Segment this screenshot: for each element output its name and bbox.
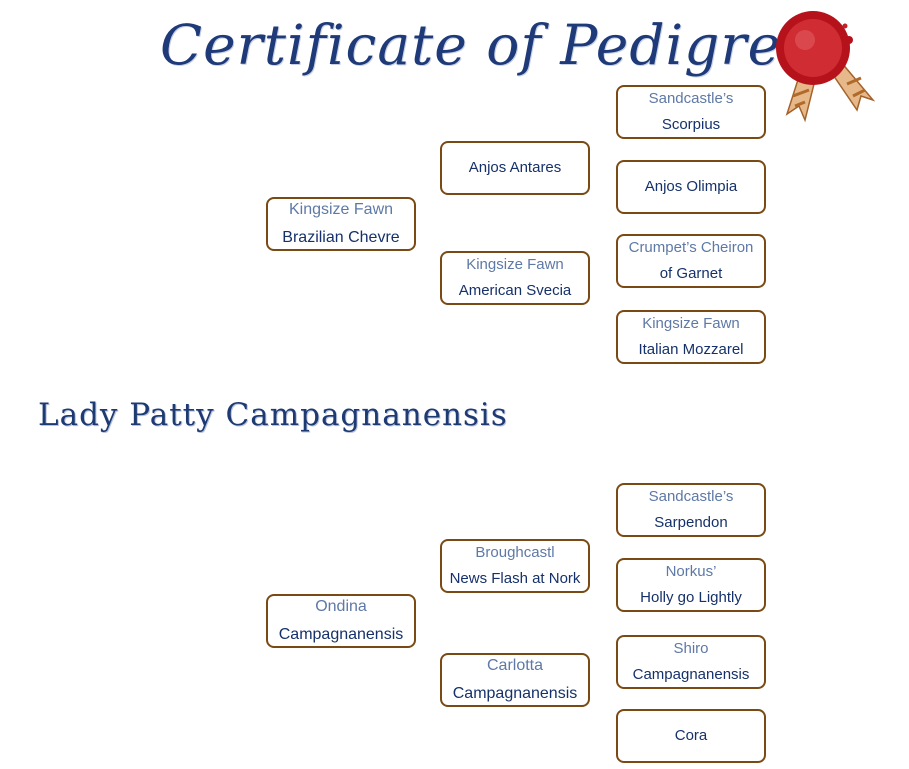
- sire-dam-name: American Svecia: [458, 282, 572, 299]
- dam-sire-sire-name: Sarpendon: [654, 514, 728, 531]
- dam-box: Ondina Campagnanensis: [266, 594, 416, 648]
- sire-dam-prefix: Kingsize Fawn: [466, 256, 564, 273]
- sire-sire-sire-name: Scorpius: [661, 116, 721, 133]
- sire-dam-dam-name: Italian Mozzarel: [638, 341, 744, 358]
- dam-sire-sire-prefix: Sandcastle’s: [648, 488, 734, 505]
- dam-sire-sire-box: Sandcastle’s Sarpendon: [616, 483, 766, 537]
- sire-dam-sire-prefix: Crumpet’s Cheiron: [628, 239, 754, 256]
- sire-dam-dam-prefix: Kingsize Fawn: [642, 315, 740, 332]
- dam-prefix: Ondina: [315, 598, 367, 615]
- sire-sire-name: Anjos Antares: [468, 159, 562, 176]
- dam-dam-dam-box: Cora: [616, 709, 766, 763]
- sire-sire-dam-box: Anjos Olimpia: [616, 160, 766, 214]
- dam-dam-dam-name: Cora: [674, 727, 708, 744]
- sire-dam-sire-name: of Garnet: [659, 265, 723, 282]
- sire-dam-box: Kingsize Fawn American Svecia: [440, 251, 590, 305]
- dam-sire-dam-box: Norkus’ Holly go Lightly: [616, 558, 766, 612]
- sire-box: Kingsize Fawn Brazilian Chevre: [266, 197, 416, 251]
- sire-sire-sire-prefix: Sandcastle’s: [648, 90, 734, 107]
- certificate-title: Certificate of Pedigree: [160, 13, 815, 77]
- sire-dam-dam-box: Kingsize Fawn Italian Mozzarel: [616, 310, 766, 364]
- sire-sire-sire-box: Sandcastle’s Scorpius: [616, 85, 766, 139]
- subject-name: Lady Patty Campagnanensis: [38, 397, 508, 433]
- dam-sire-dam-name: Holly go Lightly: [640, 589, 742, 606]
- dam-dam-prefix: Carlotta: [486, 657, 544, 674]
- sire-dam-sire-box: Crumpet’s Cheiron of Garnet: [616, 234, 766, 288]
- dam-sire-name: News Flash at Nork: [449, 570, 581, 587]
- sire-prefix: Kingsize Fawn: [288, 201, 394, 218]
- dam-dam-sire-prefix: Shiro: [673, 640, 709, 657]
- sire-name: Brazilian Chevre: [282, 229, 400, 246]
- wax-seal-icon: [776, 11, 875, 123]
- dam-dam-sire-box: Shiro Campagnanensis: [616, 635, 766, 689]
- dam-sire-box: Broughcastl News Flash at Nork: [440, 539, 590, 593]
- dam-dam-box: Carlotta Campagnanensis: [440, 653, 590, 707]
- dam-name: Campagnanensis: [278, 626, 404, 643]
- dam-sire-prefix: Broughcastl: [475, 544, 555, 561]
- dam-dam-name: Campagnanensis: [452, 685, 578, 702]
- sire-sire-box: Anjos Antares: [440, 141, 590, 195]
- sire-sire-dam-name: Anjos Olimpia: [644, 178, 738, 195]
- dam-dam-sire-name: Campagnanensis: [632, 666, 750, 683]
- dam-sire-dam-prefix: Norkus’: [665, 563, 717, 580]
